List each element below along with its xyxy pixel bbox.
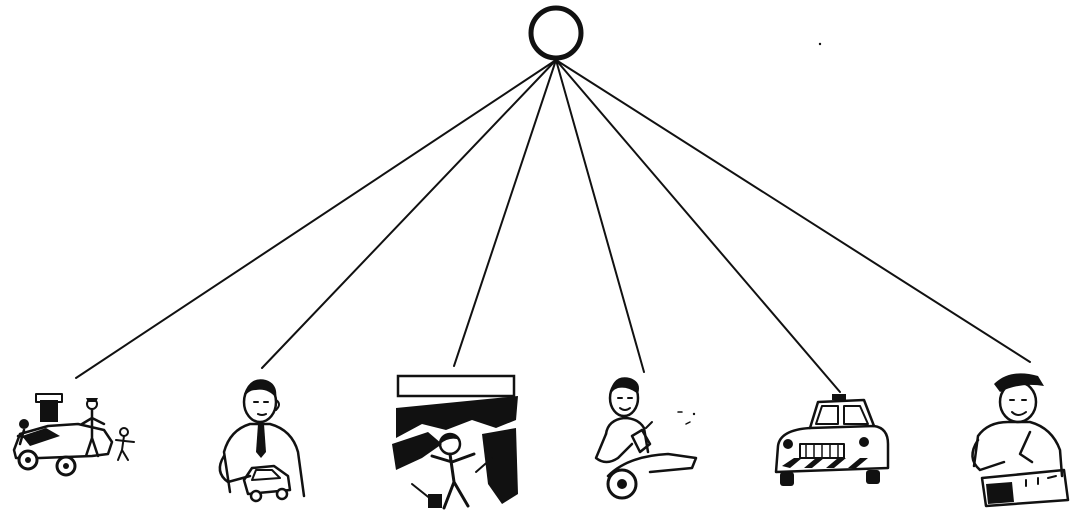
connector-lines	[76, 60, 1030, 392]
speck	[693, 413, 695, 415]
attendant-icon	[972, 373, 1068, 506]
man-toy-car-icon	[220, 379, 304, 501]
hub-ring-icon	[531, 8, 581, 58]
tow-truck-icon	[776, 394, 888, 486]
speck	[819, 43, 821, 45]
connector-line-1	[76, 60, 556, 378]
man-painting-icon	[596, 377, 696, 498]
decorative-specks	[693, 43, 821, 415]
connector-line-3	[454, 60, 556, 366]
connector-line-5	[556, 60, 840, 392]
connector-line-6	[556, 60, 1030, 362]
mechanics-car-icon	[14, 394, 134, 475]
hub-ring	[531, 8, 581, 58]
connector-line-2	[262, 60, 556, 368]
under-car-icon	[392, 376, 518, 508]
